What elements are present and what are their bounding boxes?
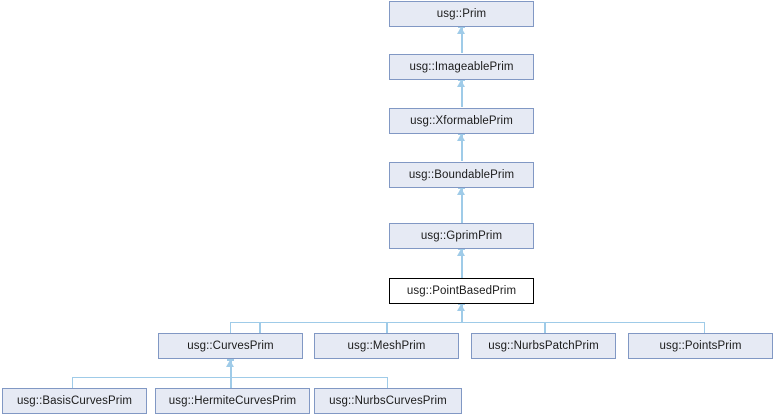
- edge-drop-nurbspatch: [544, 322, 546, 334]
- class-node-nurbs-patch-prim[interactable]: usg::NurbsPatchPrim: [471, 333, 616, 359]
- class-node-xformable-prim[interactable]: usg::XformablePrim: [389, 108, 534, 134]
- edge-xformable-to-imageable: [461, 80, 463, 107]
- arrowhead-children-to-curves: [226, 360, 235, 367]
- arrowhead-imageable-to-prim: [457, 27, 466, 34]
- edge-imageable-to-prim: [461, 27, 463, 53]
- edge-drop-curves: [259, 322, 261, 334]
- arrowhead-children-to-pointbased: [457, 304, 466, 311]
- edge-stem-curves-children: [230, 360, 232, 378]
- edge-boundable-to-xformable: [461, 134, 463, 161]
- class-node-label: usg::GprimPrim: [420, 230, 503, 242]
- edge-bus-pointbased-children: [230, 322, 705, 334]
- class-node-curves-prim[interactable]: usg::CurvesPrim: [158, 333, 303, 359]
- class-node-label: usg::PointsPrim: [659, 340, 742, 352]
- class-node-boundable-prim[interactable]: usg::BoundablePrim: [389, 162, 534, 188]
- class-node-label: usg::BoundablePrim: [408, 169, 515, 181]
- class-node-label: usg::CurvesPrim: [187, 340, 274, 352]
- arrowhead-boundable-to-xformable: [457, 134, 466, 141]
- arrowhead-pointbased-to-gprim: [457, 249, 466, 256]
- class-node-mesh-prim[interactable]: usg::MeshPrim: [314, 333, 459, 359]
- arrowhead-gprim-to-boundable: [457, 188, 466, 195]
- edge-drop-hermitecurves: [230, 377, 232, 388]
- class-node-label: usg::NurbsPatchPrim: [488, 340, 599, 352]
- class-node-label: usg::NurbsCurvesPrim: [329, 395, 447, 407]
- class-node-label: usg::MeshPrim: [347, 340, 426, 352]
- class-node-point-based-prim[interactable]: usg::PointBasedPrim: [389, 278, 534, 304]
- edge-stem-pointbased-children: [461, 304, 463, 323]
- class-node-gprim-prim[interactable]: usg::GprimPrim: [389, 223, 534, 249]
- class-node-label: usg::BasisCurvesPrim: [16, 395, 133, 407]
- arrowhead-xformable-to-imageable: [457, 80, 466, 87]
- class-node-label: usg::XformablePrim: [410, 115, 513, 127]
- class-node-basis-curves-prim[interactable]: usg::BasisCurvesPrim: [2, 388, 147, 414]
- class-node-imageable-prim[interactable]: usg::ImageablePrim: [389, 54, 534, 80]
- edge-drop-mesh: [386, 322, 388, 334]
- edge-pointbased-to-gprim: [461, 249, 463, 278]
- class-node-label: usg::ImageablePrim: [409, 61, 514, 73]
- class-node-label: usg::HermiteCurvesPrim: [168, 395, 297, 407]
- class-node-label: usg::Prim: [436, 8, 487, 20]
- class-node-prim[interactable]: usg::Prim: [389, 1, 534, 27]
- arrowstub-children-to-curves: [227, 358, 235, 361]
- edge-gprim-to-boundable: [461, 188, 463, 223]
- class-node-points-prim[interactable]: usg::PointsPrim: [628, 333, 773, 359]
- class-node-label: usg::PointBasedPrim: [406, 285, 517, 297]
- class-node-hermite-curves-prim[interactable]: usg::HermiteCurvesPrim: [155, 388, 310, 414]
- class-node-nurbs-curves-prim[interactable]: usg::NurbsCurvesPrim: [314, 388, 462, 414]
